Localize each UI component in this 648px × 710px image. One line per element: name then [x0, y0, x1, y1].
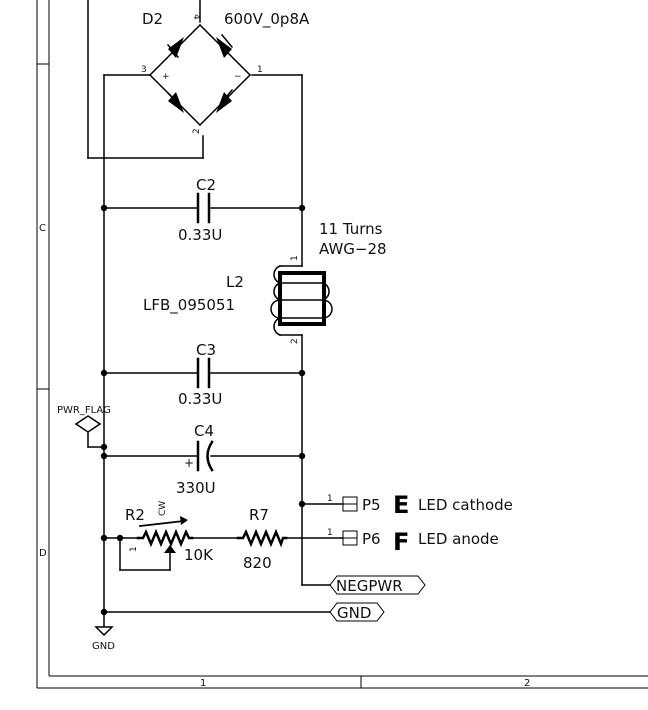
- power-flag-icon: [74, 415, 102, 433]
- bridge-rectifier-d2: D2 600V_0p8A 4 3 1 2 + −: [141, 10, 310, 134]
- r2-cw-label: CW: [158, 501, 168, 516]
- junction-dot: [100, 452, 108, 460]
- r7-value: 820: [243, 554, 272, 572]
- net-label-negpwr: NEGPWR: [329, 575, 426, 595]
- l2-pin-2: 2: [290, 338, 300, 344]
- connector-p6: 1 P6 F LED anode: [327, 528, 499, 556]
- diode-icon: [216, 37, 232, 58]
- p6-reference: P6: [362, 530, 381, 548]
- junction-dot: [100, 534, 108, 542]
- d2-value: 600V_0p8A: [224, 10, 310, 29]
- r2-value: 10K: [184, 546, 214, 564]
- frame-row-d: D: [39, 548, 47, 559]
- l2-value: LFB_095051: [143, 296, 235, 315]
- p5-description: LED cathode: [418, 496, 513, 514]
- ground-symbol-label: GND: [92, 641, 115, 652]
- frame-col-2: 2: [524, 678, 530, 689]
- resistor-r7: R7 820: [236, 506, 288, 572]
- inductor-l2: 11 Turns AWG−28 L2 LFB_095051 1 2: [143, 220, 387, 344]
- diode-icon: [216, 92, 232, 113]
- ground-icon: [94, 626, 114, 637]
- ground-symbol: GND: [92, 626, 115, 652]
- wiper-arrow-icon: [164, 545, 176, 553]
- c2-value: 0.33U: [178, 226, 222, 244]
- p5-pin: 1: [327, 494, 333, 504]
- capacitor-c2: C2 0.33U: [178, 176, 222, 244]
- connector-p5: 1 P5 E LED cathode: [327, 491, 513, 519]
- p6-pin: 1: [327, 528, 333, 538]
- c3-reference: C3: [196, 341, 216, 359]
- wires: [87, 0, 344, 627]
- resistor-zigzag-icon: [136, 528, 194, 548]
- potentiometer-r2: R2 CW 10K 1: [125, 501, 214, 564]
- resistor-zigzag-icon: [236, 528, 288, 548]
- d2-pin-1: 1: [257, 65, 263, 75]
- c4-reference: C4: [194, 422, 214, 440]
- junction-dot: [100, 369, 108, 377]
- l2-pin-1: 1: [290, 255, 300, 261]
- junctions: [100, 204, 306, 616]
- negpwr-label: NEGPWR: [336, 577, 403, 595]
- p6-description: LED anode: [418, 530, 499, 548]
- junction-dot: [116, 534, 124, 542]
- p5-letter: E: [393, 491, 409, 519]
- diode-icon: [168, 37, 184, 58]
- r2-reference: R2: [125, 506, 145, 524]
- d2-reference: D2: [142, 10, 163, 28]
- d2-pin-3: 3: [141, 65, 147, 75]
- l2-reference: L2: [226, 273, 244, 291]
- power-flag-label: PWR_FLAG: [57, 405, 111, 416]
- capacitor-c3: C3 0.33U: [178, 341, 222, 408]
- junction-dot: [298, 204, 306, 212]
- junction-dot: [298, 369, 306, 377]
- c3-value: 0.33U: [178, 390, 222, 408]
- c4-value: 330U: [176, 479, 216, 497]
- junction-dot: [298, 500, 306, 508]
- r7-reference: R7: [249, 506, 269, 524]
- c2-reference: C2: [196, 176, 216, 194]
- d2-minus-sign: −: [234, 72, 242, 82]
- junction-dot: [100, 204, 108, 212]
- l2-note-wire: AWG−28: [319, 240, 387, 258]
- capacitor-c4: + C4 330U: [176, 422, 216, 497]
- p6-letter: F: [393, 528, 409, 556]
- junction-dot: [100, 443, 108, 451]
- sheet-frame: C D 1 2: [36, 0, 648, 689]
- r2-pin-1: 1: [129, 546, 139, 552]
- junction-dot: [100, 608, 108, 616]
- l2-note-turns: 11 Turns: [319, 220, 383, 238]
- frame-row-c: C: [39, 223, 46, 234]
- power-flag: PWR_FLAG: [57, 405, 111, 433]
- d2-plus-sign: +: [162, 72, 170, 82]
- net-label-gnd: GND: [329, 602, 385, 622]
- frame-col-1: 1: [200, 678, 206, 689]
- d2-pin-2: 2: [192, 128, 202, 134]
- junction-dot: [298, 452, 306, 460]
- p5-reference: P5: [362, 496, 381, 514]
- c4-plus-sign: +: [184, 456, 194, 470]
- d2-pin-4: 4: [191, 14, 201, 20]
- gnd-net-label: GND: [337, 604, 371, 622]
